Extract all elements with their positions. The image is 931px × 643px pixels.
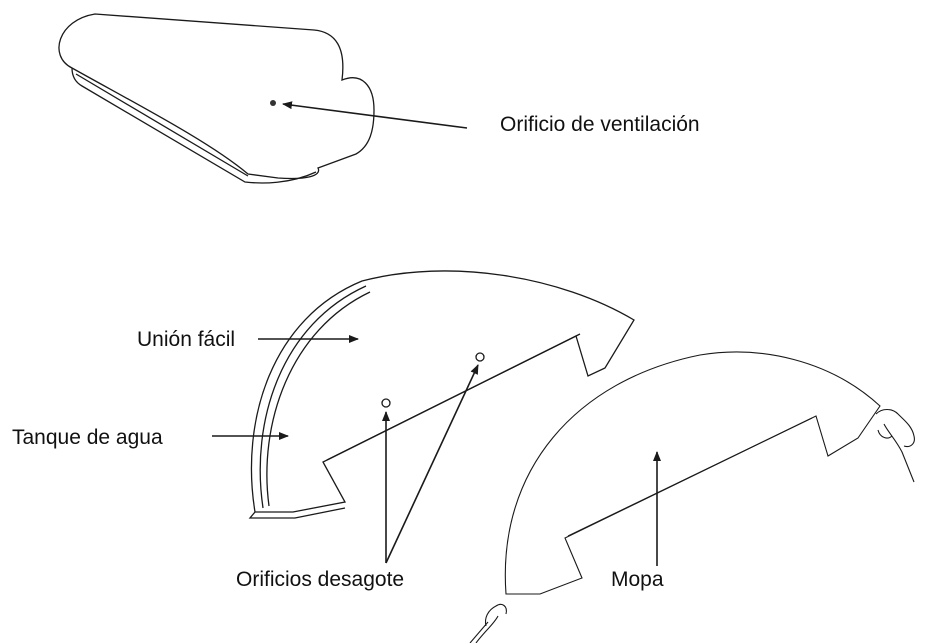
tank-lid-outline bbox=[58, 13, 375, 180]
hand-right-palm bbox=[883, 423, 915, 483]
hand-right-thumb bbox=[877, 429, 893, 439]
hand-left-wrist bbox=[469, 621, 489, 643]
water-tank-label: Tanque de agua bbox=[12, 426, 163, 449]
ventilation-hole-label: Orificio de ventilación bbox=[500, 113, 700, 136]
ventilation-hole-dot bbox=[270, 100, 276, 106]
drain-hole-right bbox=[475, 352, 485, 362]
water-tank-outline bbox=[250, 270, 635, 513]
mop-pad-seam bbox=[567, 417, 813, 537]
hand-left-fingers bbox=[484, 603, 507, 627]
water-tank-ridge bbox=[326, 333, 581, 461]
hand-right-fingers bbox=[875, 408, 915, 448]
drain-holes-arrow-right bbox=[385, 364, 479, 564]
hand-left bbox=[469, 603, 507, 643]
drain-hole-left bbox=[381, 398, 391, 408]
water-tank-inner-wall-2 bbox=[266, 291, 371, 507]
mop-label: Mopa bbox=[611, 568, 664, 591]
water-tank-inner-wall bbox=[259, 285, 367, 509]
hand-right bbox=[875, 408, 915, 483]
hand-left-palm bbox=[475, 615, 499, 643]
ventilation-hole-arrow bbox=[282, 101, 468, 129]
easy-union-label: Unión fácil bbox=[137, 328, 236, 351]
mop-pad-outline bbox=[504, 351, 881, 595]
water-tank-thickness bbox=[248, 507, 346, 519]
tank-lid bbox=[58, 13, 375, 184]
tank-lid-edge bbox=[71, 67, 317, 184]
mop-pad bbox=[504, 351, 881, 595]
water-tank bbox=[248, 270, 635, 519]
tank-lid-edge-inner bbox=[75, 73, 249, 177]
drain-holes-label: Orificios desagote bbox=[236, 568, 405, 591]
